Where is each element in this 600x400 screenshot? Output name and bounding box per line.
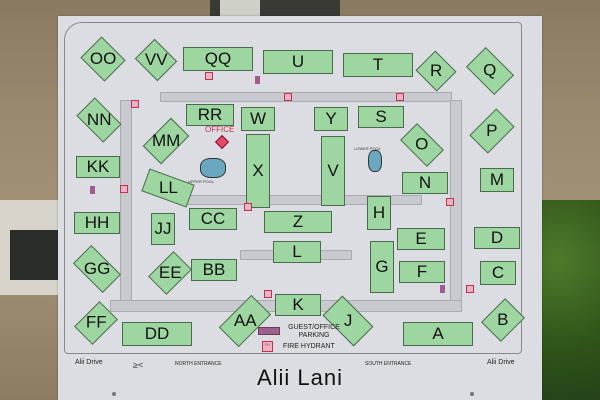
hydrant-icon <box>205 72 213 80</box>
building-K: K <box>275 294 321 316</box>
building-D: D <box>474 227 520 249</box>
building-CC: CC <box>189 208 237 230</box>
upper-pool <box>200 158 226 178</box>
hydrant-icon <box>396 93 404 101</box>
sign-title: Alii Lani <box>256 365 344 390</box>
road-label-alii-drive-right: Alii Drive <box>487 359 515 366</box>
site-boundary <box>64 22 522 354</box>
north-entrance-label: NORTH ENTRANCE <box>175 361 222 367</box>
building-T: T <box>343 53 413 77</box>
north-arrow-icon: ≥< <box>133 360 144 370</box>
building-HH: HH <box>74 212 120 234</box>
building-KK: KK <box>76 156 120 178</box>
building-JJ: JJ <box>151 213 175 245</box>
building-H: H <box>367 196 391 230</box>
building-X: X <box>246 134 270 208</box>
background-bush <box>540 200 600 400</box>
legend-parking-swatch <box>258 327 280 335</box>
lower-pool <box>368 150 382 172</box>
background-window <box>0 200 60 295</box>
upper-pool-label: UPPER POOL <box>188 179 215 184</box>
building-QQ: QQ <box>183 47 253 71</box>
background-door <box>210 0 340 16</box>
mounting-bolt <box>112 392 116 396</box>
building-U: U <box>263 50 333 74</box>
building-V: V <box>321 136 345 206</box>
building-L: L <box>273 241 321 263</box>
building-BB: BB <box>191 259 237 281</box>
mounting-bolt <box>470 392 474 396</box>
hydrant-icon <box>446 198 454 206</box>
building-N: N <box>402 172 448 194</box>
building-A: A <box>403 322 473 346</box>
building-DD: DD <box>122 322 192 346</box>
legend-hydrant-label: FIRE HYDRANT <box>283 343 335 350</box>
legend-hydrant-icon: FH <box>262 341 273 352</box>
building-Y: Y <box>314 107 348 131</box>
hydrant-icon <box>131 100 139 108</box>
parking-marker <box>90 186 95 194</box>
lower-pool-label: LOWER POOL <box>354 146 381 151</box>
building-E: E <box>397 228 445 250</box>
hydrant-icon <box>264 290 272 298</box>
building-C: C <box>480 261 516 285</box>
building-Z: Z <box>264 211 332 233</box>
building-RR: RR <box>186 104 234 126</box>
building-W: W <box>241 107 275 131</box>
building-F: F <box>399 261 445 283</box>
hydrant-icon <box>120 185 128 193</box>
office-label: OFFICE <box>205 125 235 134</box>
building-S: S <box>358 106 404 128</box>
legend-parking-label: GUEST/OFFICE PARKING <box>288 324 340 339</box>
parking-marker <box>255 76 260 84</box>
south-entrance-label: SOUTH ENTRANCE <box>365 361 412 367</box>
building-M: M <box>480 168 514 192</box>
road-label-alii-drive-left: Alii Drive <box>75 359 103 366</box>
hydrant-icon <box>466 285 474 293</box>
road-north <box>160 92 452 102</box>
hydrant-icon <box>244 203 252 211</box>
building-G: G <box>370 241 394 293</box>
parking-marker <box>440 285 445 293</box>
road-west <box>120 100 132 302</box>
hydrant-icon <box>284 93 292 101</box>
